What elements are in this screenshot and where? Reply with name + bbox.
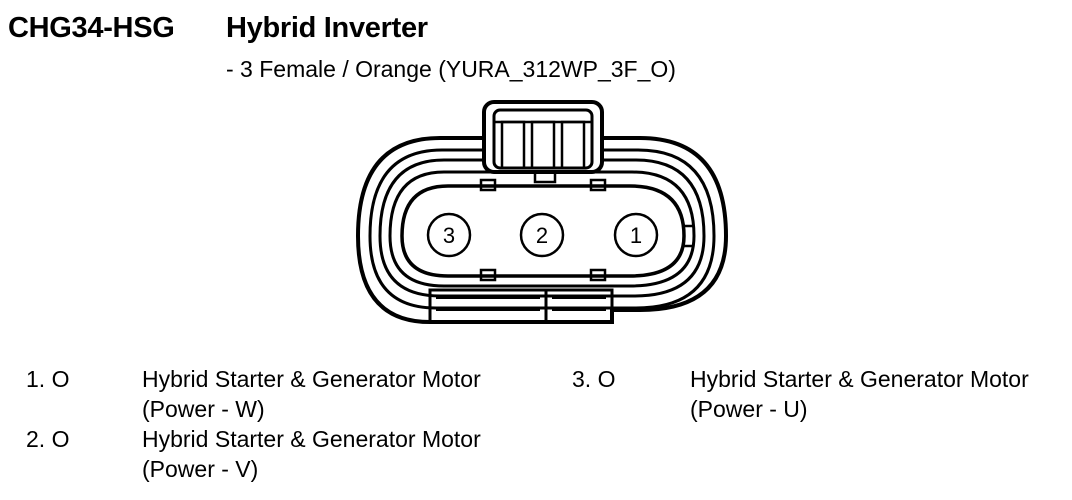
connector-latch [482, 100, 604, 174]
pin-label-3: 3 [443, 223, 455, 248]
pin-description-line: (Power - V) [142, 456, 259, 482]
pin-description-line: Hybrid Starter & Generator Motor [142, 426, 481, 452]
connector-title: Hybrid Inverter [226, 12, 428, 44]
connector-code: CHG34-HSG [8, 12, 175, 44]
pin-description-3: Hybrid Starter & Generator Motor (Power … [690, 364, 1070, 424]
connector-subtitle: - 3 Female / Orange (YURA_312WP_3F_O) [226, 56, 676, 82]
connector-housing [355, 136, 729, 324]
pin-description-2: Hybrid Starter & Generator Motor (Power … [142, 424, 522, 484]
pin-description-line: Hybrid Starter & Generator Motor [690, 366, 1029, 392]
pin-description-1: Hybrid Starter & Generator Motor (Power … [142, 364, 522, 424]
pin-circle-2 [519, 212, 565, 258]
pin-description-line: (Power - U) [690, 396, 808, 422]
pin-label-2: 2 [536, 223, 548, 248]
pin-number-2: 2. O [26, 426, 70, 452]
pin-number-3: 3. O [572, 366, 616, 392]
pin-number-1: 1. O [26, 366, 70, 392]
pin-description-line: (Power - W) [142, 396, 265, 422]
pin-description-line: Hybrid Starter & Generator Motor [142, 366, 481, 392]
pin-circle-1 [613, 212, 659, 258]
pin-label-1: 1 [630, 223, 642, 248]
pin-circle-3 [426, 212, 472, 258]
